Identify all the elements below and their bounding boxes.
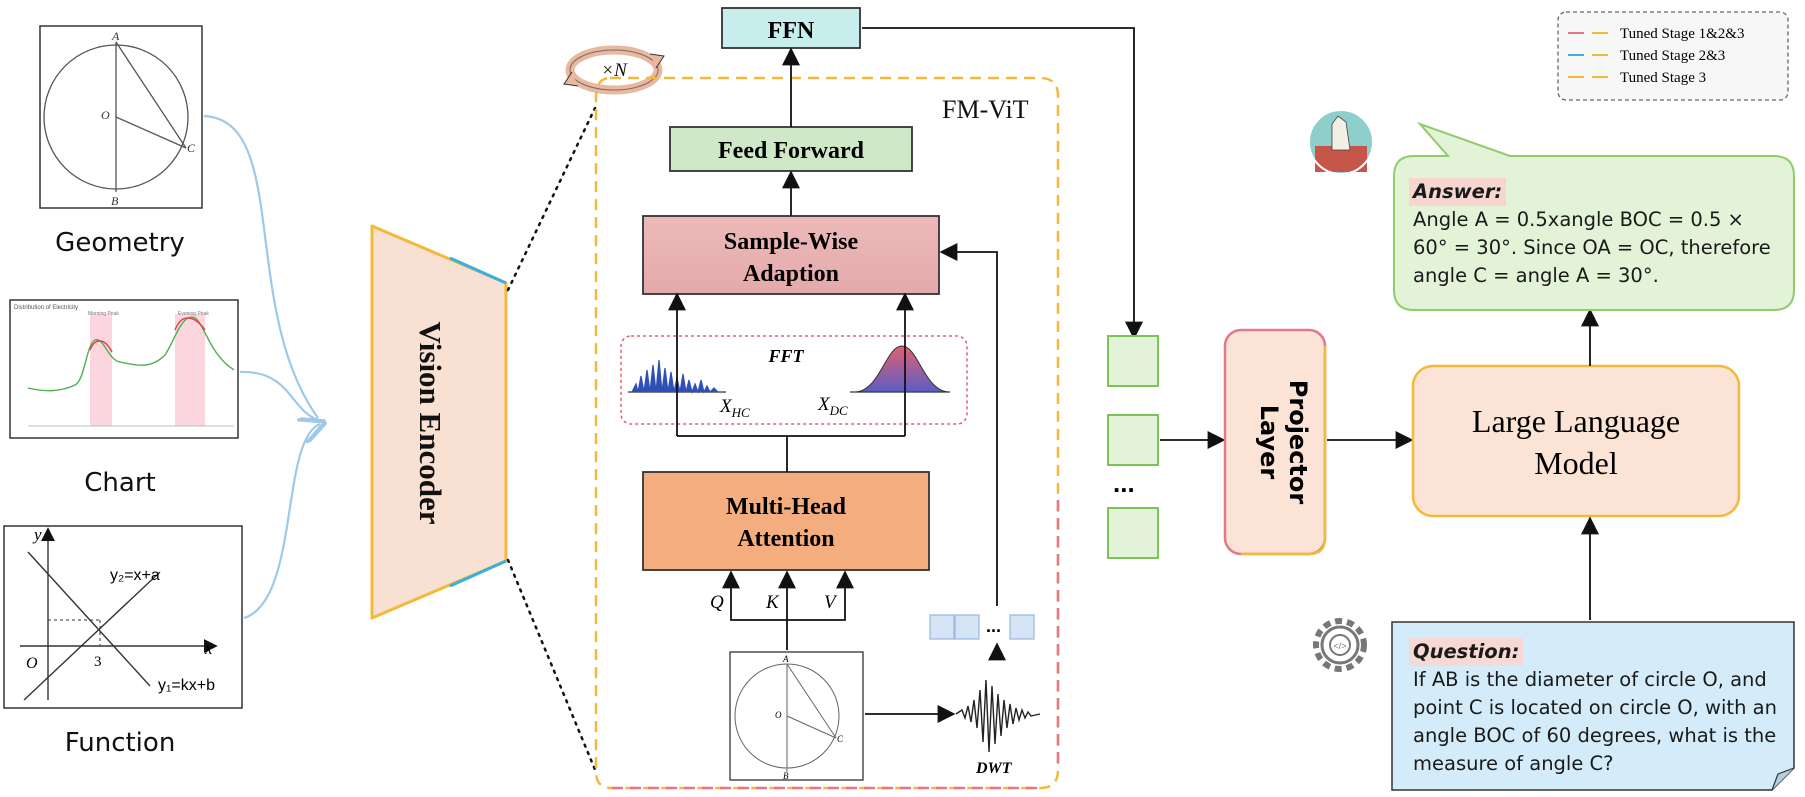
projector-line2: Layer xyxy=(1255,405,1283,480)
dwt-waveform-icon: DWT xyxy=(955,679,1041,777)
dc-spectrum-icon xyxy=(850,345,950,393)
dwt-token-row: ... xyxy=(929,614,1035,640)
sample-wise-adaption-box: Sample-Wise Adaption xyxy=(642,215,940,295)
chart-title: Distribution of Electricity xyxy=(14,305,78,311)
repeat-label: ×N xyxy=(601,60,628,81)
geometry-connector xyxy=(203,114,319,419)
chart-panel: Distribution of Electricity Morning Peak… xyxy=(9,299,239,439)
geometry-point-b: B xyxy=(111,194,119,208)
geometry-point-c: C xyxy=(187,141,196,155)
fm-vit-input-image: A O C B xyxy=(729,651,864,781)
feed-forward-box: Feed Forward xyxy=(669,126,913,172)
fft-label: FFT xyxy=(767,346,804,366)
function-axis-x: x xyxy=(204,639,213,658)
mha-line1: Multi-Head xyxy=(726,494,847,520)
llama-avatar xyxy=(1308,109,1374,175)
ffn-label: FFN xyxy=(768,18,815,44)
fm-vit-arrows xyxy=(668,27,1143,723)
dwt-label: DWT xyxy=(975,760,1013,777)
visual-tokens-dots: ... xyxy=(1113,468,1135,498)
geometry-panel: A O C B xyxy=(39,25,203,209)
legend-item-label: Tuned Stage 1&2&3 xyxy=(1620,26,1744,42)
gear-icon: </> xyxy=(1313,618,1367,672)
fm-vit-block: FM-ViT xyxy=(594,76,1060,790)
xdc-label: XDC xyxy=(817,394,848,418)
chart-band-morning: Morning Peak xyxy=(88,311,119,317)
llm-line1: Large Language xyxy=(1472,403,1680,439)
function-connector xyxy=(243,424,320,620)
feed-forward-label: Feed Forward xyxy=(718,138,865,164)
question-body: If AB is the diameter of circle O, and p… xyxy=(1413,668,1777,775)
fm-vit-title: FM-ViT xyxy=(942,95,1029,124)
answer-heading: Answer: xyxy=(1409,178,1507,206)
function-line-label-1: y₁=kx+b xyxy=(158,677,215,694)
chart-connector xyxy=(239,370,319,422)
ffn-box: FFN xyxy=(721,7,861,49)
multi-head-attention-box: Multi-Head Attention xyxy=(642,471,930,571)
answer-bubble xyxy=(1393,121,1795,311)
v-label: V xyxy=(824,592,838,613)
repeat-icon: ×N xyxy=(563,45,665,95)
llm-line2: Model xyxy=(1534,445,1618,481)
svg-text:</>: </> xyxy=(1333,641,1346,651)
sample-wise-line2: Adaption xyxy=(743,261,839,287)
sample-wise-line1: Sample-Wise xyxy=(724,229,859,255)
function-line-label-2: y₂=x+a xyxy=(110,567,160,584)
xhc-label: XHC xyxy=(719,396,750,420)
legend-item-label: Tuned Stage 3 xyxy=(1620,70,1706,86)
geometry-point-a: A xyxy=(111,29,120,43)
function-label: Function xyxy=(64,728,176,758)
k-label: K xyxy=(765,592,780,613)
answer-text: Answer: Angle A = 0.5xangle BOC = 0.5 × … xyxy=(1409,178,1781,290)
mha-line2: Attention xyxy=(737,526,834,552)
chart-label: Chart xyxy=(84,468,156,498)
q-label: Q xyxy=(710,592,724,613)
function-tick-3: 3 xyxy=(94,654,102,670)
visual-tokens: ... xyxy=(1107,335,1159,559)
vision-encoder-label: Vision Encoder xyxy=(413,322,448,525)
geometry-point-o: O xyxy=(101,108,110,122)
llm-box: Large Language Model xyxy=(1411,364,1741,518)
geometry-label: Geometry xyxy=(55,228,185,258)
function-origin: O xyxy=(26,655,38,672)
small-point-c: C xyxy=(837,734,844,744)
projector-layer-box: Projector Layer xyxy=(1223,328,1327,556)
dwt-token-dots: ... xyxy=(986,616,1001,636)
small-point-o: O xyxy=(775,710,782,720)
fft-region: FFT XHC XDC xyxy=(620,335,968,425)
projector-line1: Projector xyxy=(1284,380,1312,505)
legend-item-label: Tuned Stage 2&3 xyxy=(1620,48,1725,64)
small-point-a: A xyxy=(782,654,789,664)
function-axis-y: y xyxy=(32,525,42,544)
question-text: Question: If AB is the diameter of circl… xyxy=(1409,638,1785,778)
chart-band-evening: Evening Peak xyxy=(178,311,209,317)
answer-body: Angle A = 0.5xangle BOC = 0.5 × 60° = 30… xyxy=(1413,208,1771,287)
question-heading: Question: xyxy=(1409,638,1524,666)
function-panel: y x O 3 y₂=x+a y₁=kx+b xyxy=(3,525,243,709)
vision-encoder: Vision Encoder xyxy=(370,224,508,620)
small-point-b: B xyxy=(783,771,789,781)
